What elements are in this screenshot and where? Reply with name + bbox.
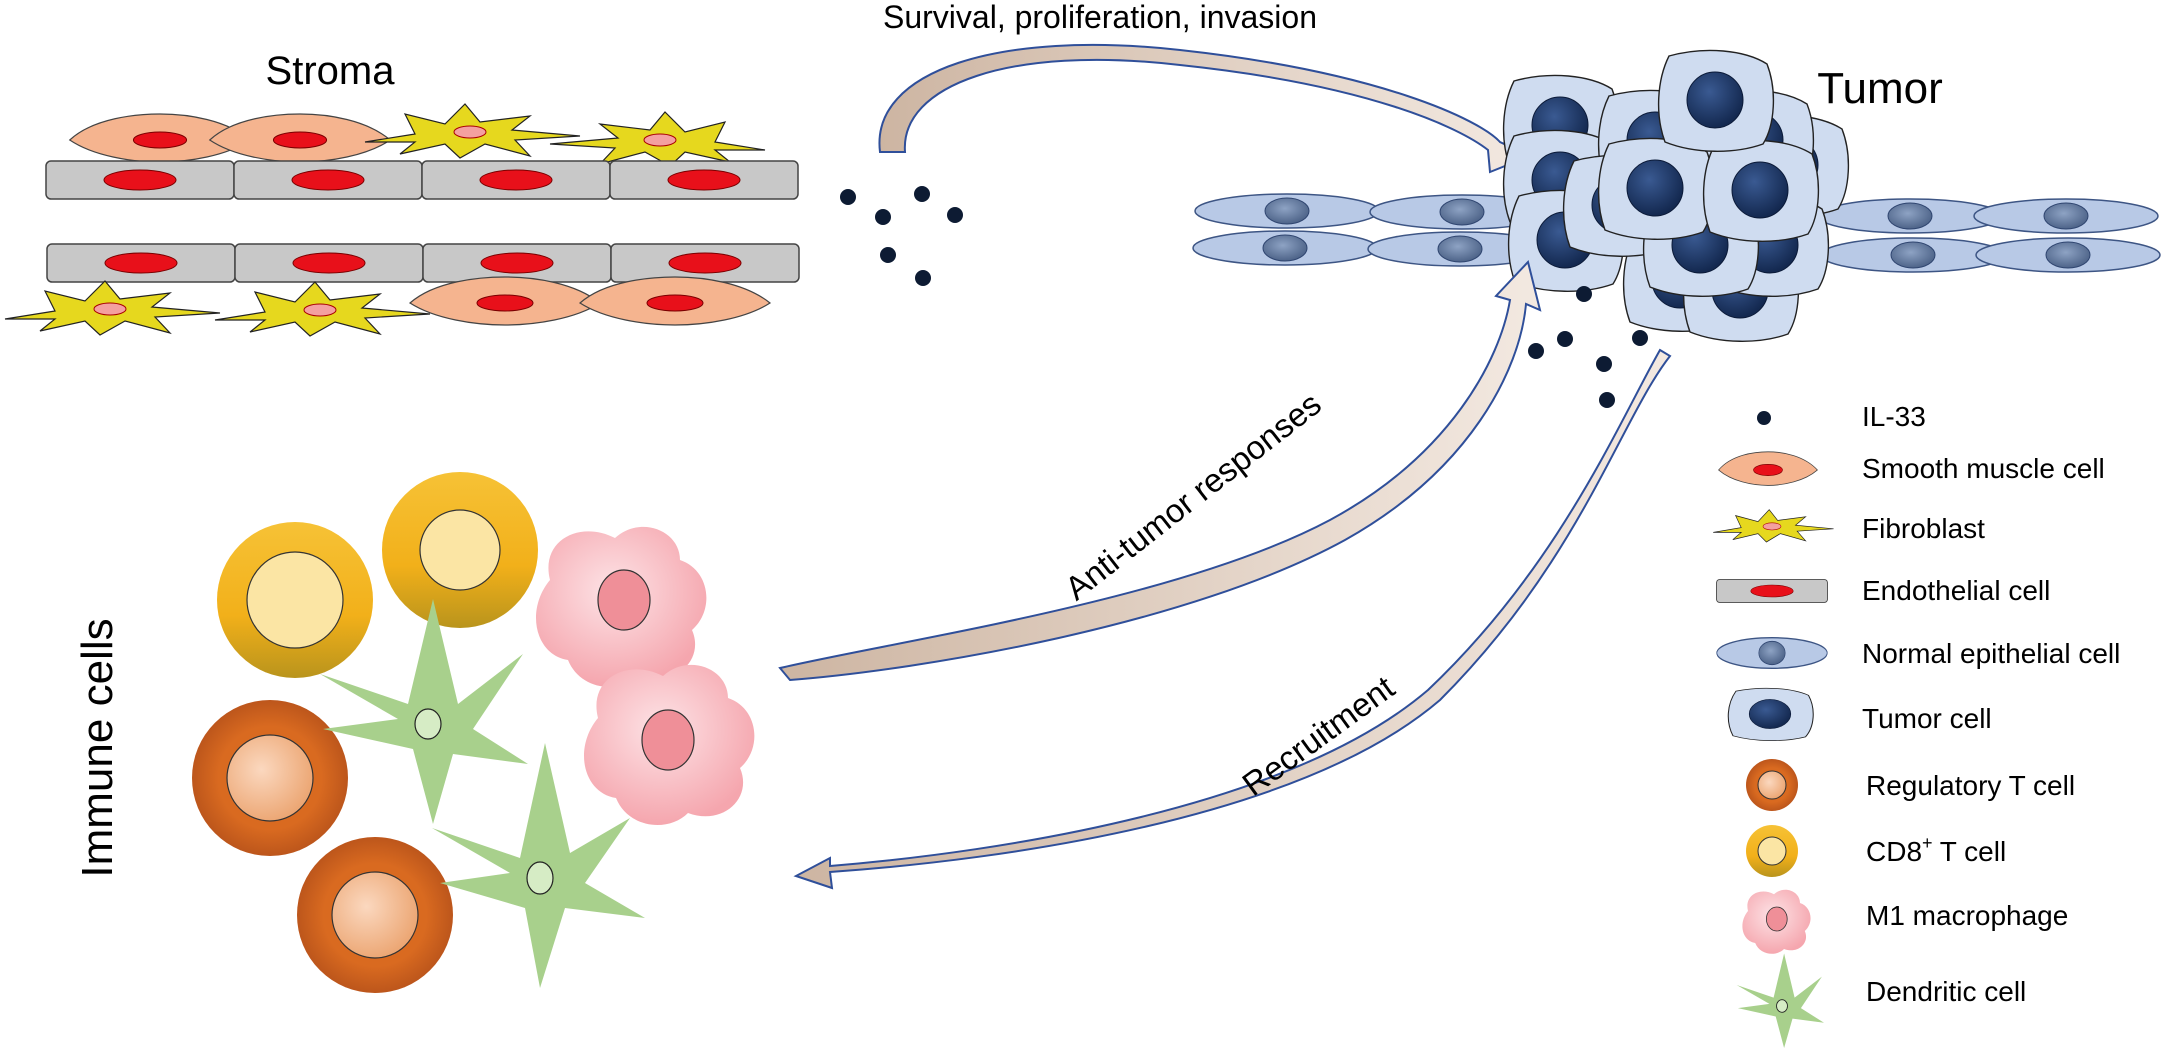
- endothelial-cell: [234, 243, 424, 283]
- il33-icon: [1757, 411, 1771, 425]
- survival-arrow-label: Survival, proliferation, invasion: [883, 0, 1317, 35]
- normal-epithelial-cell: [1975, 237, 2161, 273]
- recruitment-arrow: [793, 348, 1672, 890]
- legend-label-tumor-cell: Tumor cell: [1862, 703, 1992, 734]
- fibroblast-icon: [1712, 509, 1834, 543]
- immune-cells-label: Immune cells: [73, 618, 122, 877]
- stroma-bottom-cell-layer: [4, 276, 771, 337]
- immune-cell-cluster: [192, 472, 755, 993]
- smooth-muscle-icon: [1718, 451, 1818, 486]
- endothelial-cell: [609, 160, 799, 200]
- regulatory-t-cell-icon: [1746, 759, 1798, 811]
- m1-macrophage: [536, 526, 707, 687]
- legend-item-fibroblast: Fibroblast: [1712, 509, 1985, 544]
- endothelial-cell: [233, 160, 423, 200]
- legend-label-fibroblast: Fibroblast: [1862, 513, 1985, 544]
- dendritic-cell: [320, 599, 528, 824]
- legend-item-treg: Regulatory T cell: [1746, 759, 2075, 811]
- legend-item-smooth-muscle: Smooth muscle cell: [1718, 451, 2105, 486]
- legend-label-endothelial: Endothelial cell: [1862, 575, 2050, 606]
- smooth-muscle-cell: [409, 276, 601, 326]
- legend-item-m1: M1 macrophage: [1742, 889, 2068, 954]
- endothelial-icon: [1716, 579, 1828, 603]
- fibroblast-cell: [364, 103, 581, 159]
- tumor-cell: [1657, 49, 1775, 152]
- legend-label-cd8: CD8+ T cell: [1866, 833, 2006, 867]
- legend-label-m1: M1 macrophage: [1866, 900, 2068, 931]
- anti-tumor-arrow: [778, 259, 1542, 682]
- survival-arrow: [878, 43, 1533, 174]
- normal-epithelial-icon: [1716, 637, 1828, 669]
- smooth-muscle-cell: [579, 276, 771, 326]
- tumor-cell: [1702, 139, 1820, 242]
- cd8-t-cell-icon: [1746, 825, 1798, 877]
- tumor-label: Tumor: [1817, 64, 1943, 113]
- smooth-muscle-cell: [209, 113, 391, 163]
- legend: IL-33 Smooth muscle cell Fibroblast Endo…: [1712, 401, 2120, 1048]
- normal-epithelial-cell: [1192, 230, 1378, 266]
- tumor-cell: [1597, 137, 1715, 240]
- dendritic-cell-icon: [1736, 953, 1824, 1048]
- dendritic-cell: [432, 743, 645, 988]
- legend-label-treg: Regulatory T cell: [1866, 770, 2075, 801]
- endothelial-cell: [46, 243, 236, 283]
- endothelial-row-top: [45, 160, 799, 200]
- legend-label-dendritic: Dendritic cell: [1866, 976, 2026, 1007]
- il33-dots-tumor: [1528, 286, 1648, 408]
- endothelial-cell: [45, 160, 235, 200]
- cd8-t-cell: [382, 472, 538, 628]
- tumor-cell-icon: [1727, 687, 1814, 742]
- il33-dots-stroma: [840, 186, 963, 286]
- fibroblast-cell: [549, 111, 766, 167]
- legend-item-dendritic: Dendritic cell: [1736, 953, 2026, 1048]
- legend-item-il33: IL-33: [1757, 401, 1926, 432]
- endothelial-cell: [422, 243, 612, 283]
- normal-epithelial-cell: [1973, 198, 2159, 234]
- endothelial-cell: [421, 160, 611, 200]
- fibroblast-cell: [214, 281, 431, 337]
- fibroblast-cell: [4, 280, 221, 336]
- tumor-mass: [1502, 49, 1850, 342]
- legend-item-tumor-cell: Tumor cell: [1727, 687, 1992, 742]
- legend-item-endothelial: Endothelial cell: [1716, 575, 2050, 606]
- legend-label-normal-epithelial: Normal epithelial cell: [1862, 638, 2120, 669]
- stroma-top-cell-layer: [69, 103, 766, 167]
- cd8-t-cell: [217, 522, 373, 678]
- m1-macrophage-icon: [1742, 889, 1811, 954]
- legend-label-smooth-muscle: Smooth muscle cell: [1862, 453, 2105, 484]
- legend-item-normal-epithelial: Normal epithelial cell: [1716, 637, 2120, 669]
- endothelial-row-bottom: [46, 243, 800, 283]
- regulatory-t-cell: [192, 700, 348, 856]
- stroma-label: Stroma: [266, 49, 396, 93]
- legend-label-il33: IL-33: [1862, 401, 1926, 432]
- m1-macrophage: [584, 664, 755, 825]
- normal-epithelial-cell: [1194, 193, 1380, 229]
- regulatory-t-cell: [297, 837, 453, 993]
- legend-item-cd8: CD8+ T cell: [1746, 825, 2006, 877]
- endothelial-cell: [610, 243, 800, 283]
